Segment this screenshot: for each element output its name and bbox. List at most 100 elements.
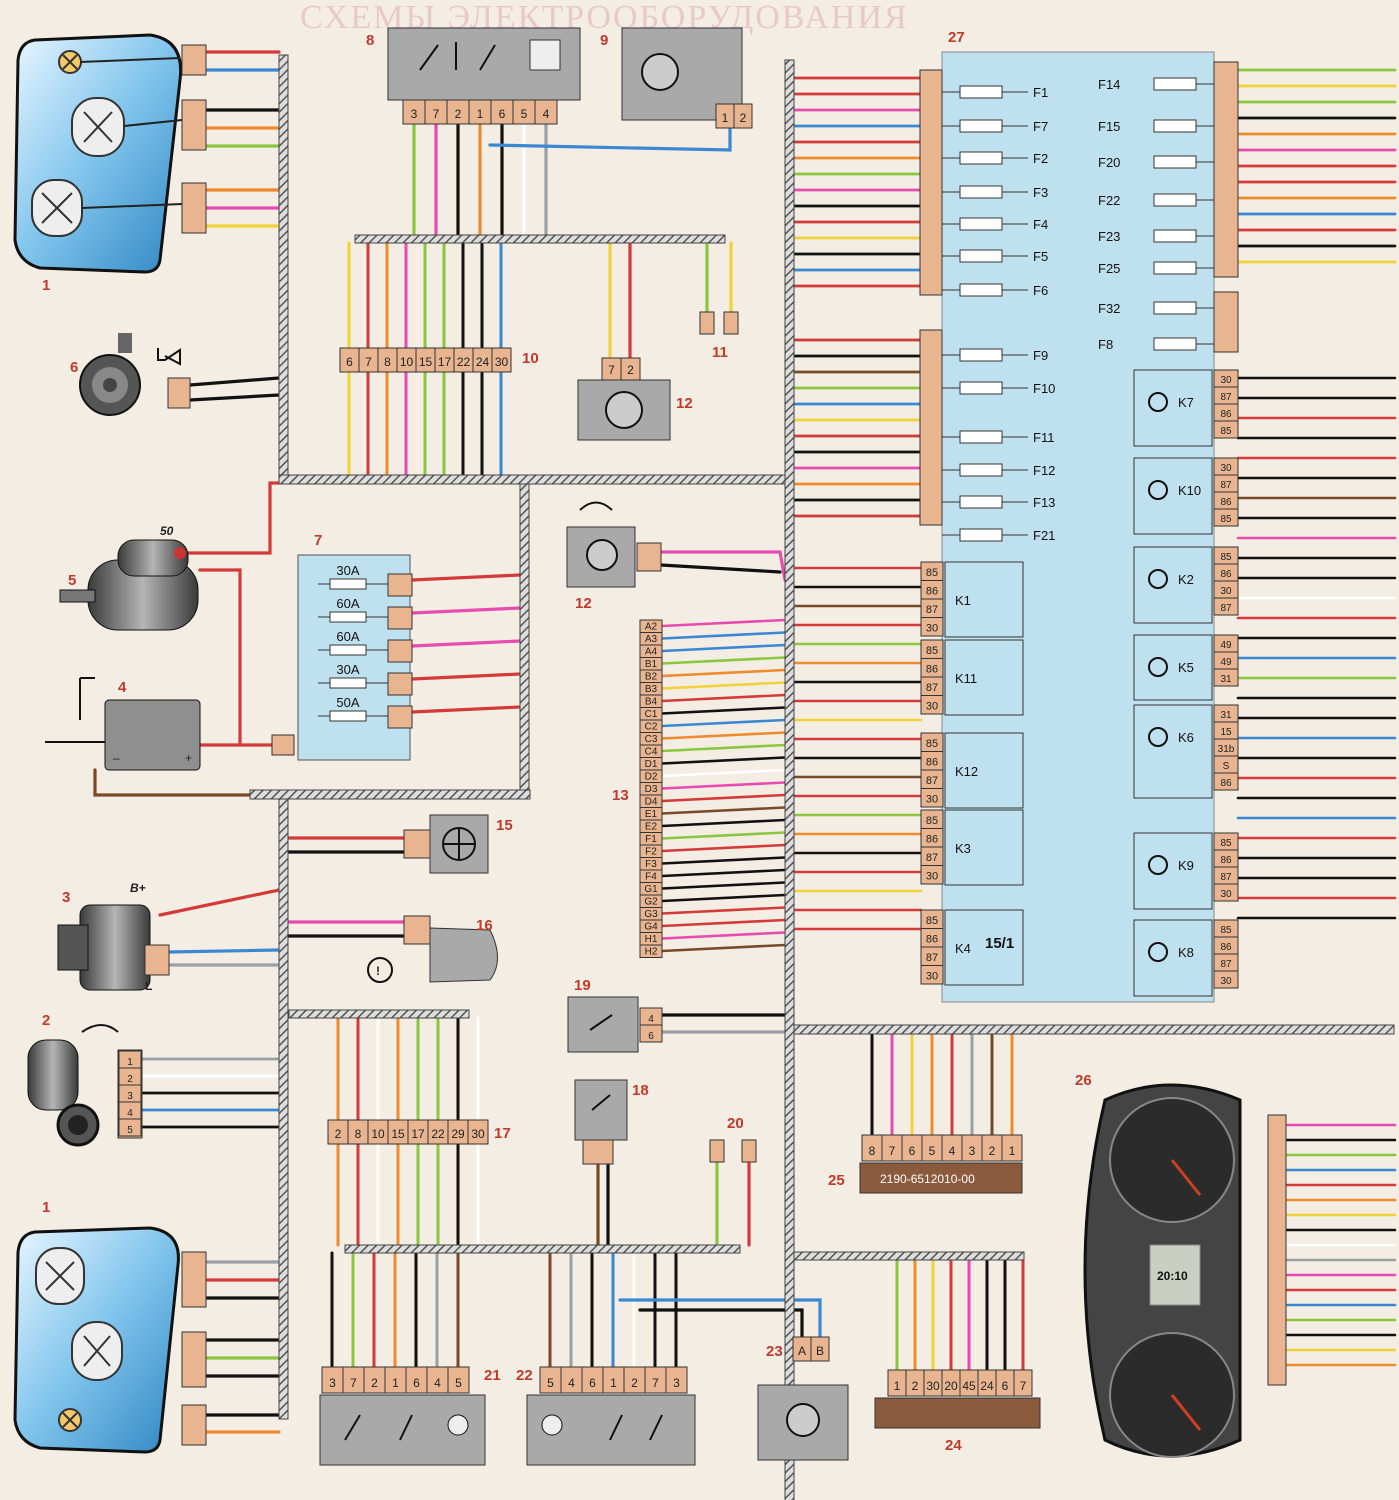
conn19-pin: 4: [639, 1007, 663, 1026]
fuse-27-right: F22: [1098, 193, 1214, 208]
wire: [410, 639, 522, 648]
conn17-pin-label: 10: [371, 1127, 385, 1141]
wire: [660, 656, 787, 665]
fog-light-icon: [1148, 855, 1168, 875]
conn25-pin-label: 6: [909, 1144, 916, 1158]
switch-18: [574, 1079, 628, 1165]
conn13-pin-label: D2: [645, 772, 658, 783]
relay-pin-label: 30: [926, 871, 938, 883]
conn25-pin: 8: [861, 1134, 883, 1162]
conn25-pin-label: 3: [969, 1144, 976, 1158]
wire: [660, 706, 787, 715]
relay-pin-label: S: [1223, 761, 1230, 772]
fuse-7-item: 60A: [318, 629, 413, 663]
wire: [660, 856, 787, 865]
conn13-pin: E2: [639, 819, 663, 833]
conn25-pin: 7: [881, 1134, 903, 1162]
label-c12-top: 12: [676, 395, 693, 412]
conn22-pin: 1: [602, 1366, 625, 1394]
fuse-27-label: F21: [1033, 528, 1055, 543]
conn22-pin-label: 1: [610, 1376, 617, 1390]
fuse-27-left: F7: [942, 119, 1048, 134]
conn24-pin: 6: [995, 1369, 1015, 1397]
relay-pin-label: 86: [926, 834, 938, 846]
conn8-pin: 2: [446, 99, 470, 125]
brake-fluid-sensor-16: !: [367, 915, 498, 983]
fuse-27-label: F12: [1033, 463, 1055, 478]
conn10-pin-label: 8: [384, 355, 391, 369]
relay-name: K3: [955, 841, 971, 856]
relay-pin-label: 87: [1220, 959, 1232, 970]
conn9-pin-label: 1: [722, 111, 729, 125]
conn13-pins: A2A3A4B1B2B3B4C1C2C3C4D1D2D3D4E1E2F1F2F3…: [639, 619, 663, 958]
relay-pin-label: 86: [926, 586, 938, 598]
fuse-7-item: 60A: [318, 596, 413, 630]
wire: [660, 643, 787, 653]
relay-pin-label: 86: [1220, 855, 1232, 866]
wire: [167, 948, 281, 954]
conn8-pin-label: 1: [477, 107, 484, 121]
conn10-pin: 6: [339, 347, 360, 373]
horn-icon: [1148, 942, 1168, 962]
fuse-27-label: F11: [1033, 430, 1054, 445]
conn13-pin: F3: [639, 857, 663, 871]
conn17-pin: 8: [347, 1119, 369, 1145]
battery: –+: [45, 677, 201, 771]
wire: [660, 893, 787, 903]
conn21-pin-label: 1: [392, 1376, 399, 1390]
conn13-pin: B1: [639, 657, 663, 671]
relay-name: K12: [955, 764, 978, 779]
fuse-27-left: F13: [942, 495, 1055, 510]
relay-pin-label: 31b: [1218, 744, 1235, 755]
relay-pin-label: 86: [1220, 942, 1232, 953]
conn10-pin-label: 24: [476, 355, 490, 369]
relay-pin-label: 86: [926, 664, 938, 676]
relay-pin-label: 85: [1220, 925, 1232, 936]
conn13-pin-label: C3: [645, 734, 658, 745]
conn21-pin: 3: [321, 1366, 344, 1394]
conn2-pin: 1: [118, 1050, 142, 1069]
fuse-27-right: F15: [1098, 119, 1214, 134]
label-c3: 3: [62, 889, 70, 906]
conn13-pin: B4: [639, 694, 663, 708]
fuse-27-label: F32: [1098, 301, 1120, 316]
headlight-icon: [1148, 392, 1168, 412]
label-c21: 21: [484, 1367, 501, 1384]
cluster-clock: 20:10: [1157, 1269, 1188, 1283]
fuse-27-label: F1: [1033, 85, 1048, 100]
conn22-pin-label: 2: [631, 1376, 638, 1390]
conn22-pin-label: 4: [568, 1376, 575, 1390]
relay-pin-label: 87: [1220, 603, 1232, 614]
fuse-7-item: 50A: [318, 695, 413, 729]
conn13-pin: D3: [639, 782, 663, 796]
relay-name: K2: [1178, 572, 1194, 587]
conn25-pin-label: 1: [1009, 1144, 1016, 1158]
relay-name: K9: [1178, 858, 1194, 873]
label-c5: 5: [68, 572, 76, 589]
wire: [660, 831, 787, 840]
fuse-27-label: F20: [1098, 155, 1120, 170]
relay-pin-label: 85: [1220, 426, 1232, 437]
conn10-pin-label: 15: [419, 355, 433, 369]
relay-pin-label: 87: [926, 952, 938, 964]
conn13-pin-label: H2: [645, 947, 658, 958]
conn13-pin-label: F4: [645, 872, 657, 883]
wire: [158, 888, 281, 917]
relay-name: K7: [1178, 395, 1194, 410]
conn13-pin: C4: [639, 744, 663, 758]
label-c18: 18: [632, 1082, 649, 1099]
fuse-27-label: F2: [1033, 151, 1048, 166]
conn17-pin-label: 17: [411, 1127, 425, 1141]
wire: [660, 918, 787, 928]
wire: [660, 681, 787, 690]
conn21-pin: 1: [384, 1366, 407, 1394]
fuse-27-left: F21: [942, 528, 1055, 543]
